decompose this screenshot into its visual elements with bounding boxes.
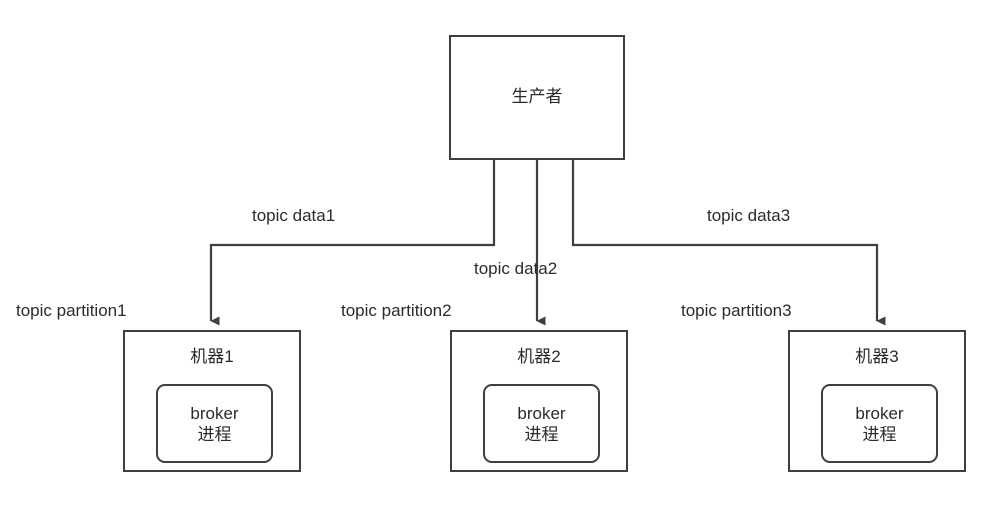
edge-label-topic-partition2: topic partition2 <box>341 301 452 320</box>
machine-node-2[interactable]: 机器2 broker 进程 <box>450 330 628 472</box>
edge-label-topic-data1: topic data1 <box>252 206 336 225</box>
machine-title-2: 机器2 <box>517 347 561 366</box>
machine-title-3: 机器3 <box>855 347 899 366</box>
edge-label-topic-data3: topic data3 <box>707 206 791 225</box>
machine-title-1: 机器1 <box>190 347 234 366</box>
machine-node-3[interactable]: 机器3 broker 进程 <box>788 330 966 472</box>
broker-process-suffix-1: 进程 <box>197 424 232 444</box>
broker-process-suffix-2: 进程 <box>524 424 559 444</box>
connector-producer-to-machine-1 <box>209 160 496 326</box>
edge-label-topic-partition3: topic partition3 <box>681 301 792 320</box>
machine-node-1[interactable]: 机器1 broker 进程 <box>123 330 301 472</box>
edge-label-topic-data2: topic data2 <box>474 259 558 278</box>
broker-process-name-1: broker <box>190 403 239 423</box>
broker-process-name-3: broker <box>855 403 904 423</box>
producer-node[interactable]: 生产者 <box>449 35 625 160</box>
edge-label-topic-partition1: topic partition1 <box>16 301 127 320</box>
broker-process-name-2: broker <box>517 403 566 423</box>
connector-producer-to-machine-3 <box>571 160 886 326</box>
producer-label: 生产者 <box>511 87 563 106</box>
broker-process-box-2[interactable]: broker 进程 <box>483 384 600 463</box>
broker-process-suffix-3: 进程 <box>862 424 897 444</box>
broker-process-box-1[interactable]: broker 进程 <box>156 384 273 463</box>
broker-process-box-3[interactable]: broker 进程 <box>821 384 938 463</box>
